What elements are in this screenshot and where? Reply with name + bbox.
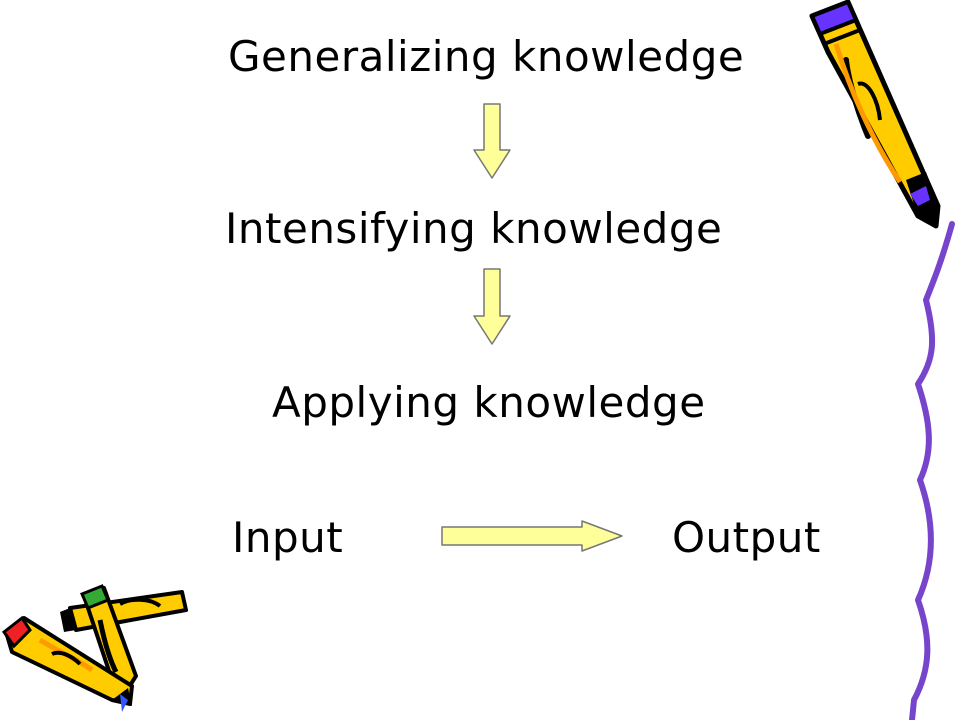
input-label: Input — [232, 513, 344, 562]
pencil-icon — [809, 0, 941, 229]
output-label: Output — [672, 513, 821, 562]
pencil-bundle-icon — [1, 584, 188, 712]
down-arrow-2 — [473, 268, 511, 345]
right-arrow — [441, 520, 623, 552]
step-intensifying-knowledge: Intensifying knowledge — [225, 204, 723, 253]
step-applying-knowledge: Applying knowledge — [272, 378, 706, 427]
purple-squiggle-line — [909, 221, 955, 720]
down-arrow-1 — [473, 103, 511, 179]
step-generalizing-knowledge: Generalizing knowledge — [228, 32, 745, 81]
